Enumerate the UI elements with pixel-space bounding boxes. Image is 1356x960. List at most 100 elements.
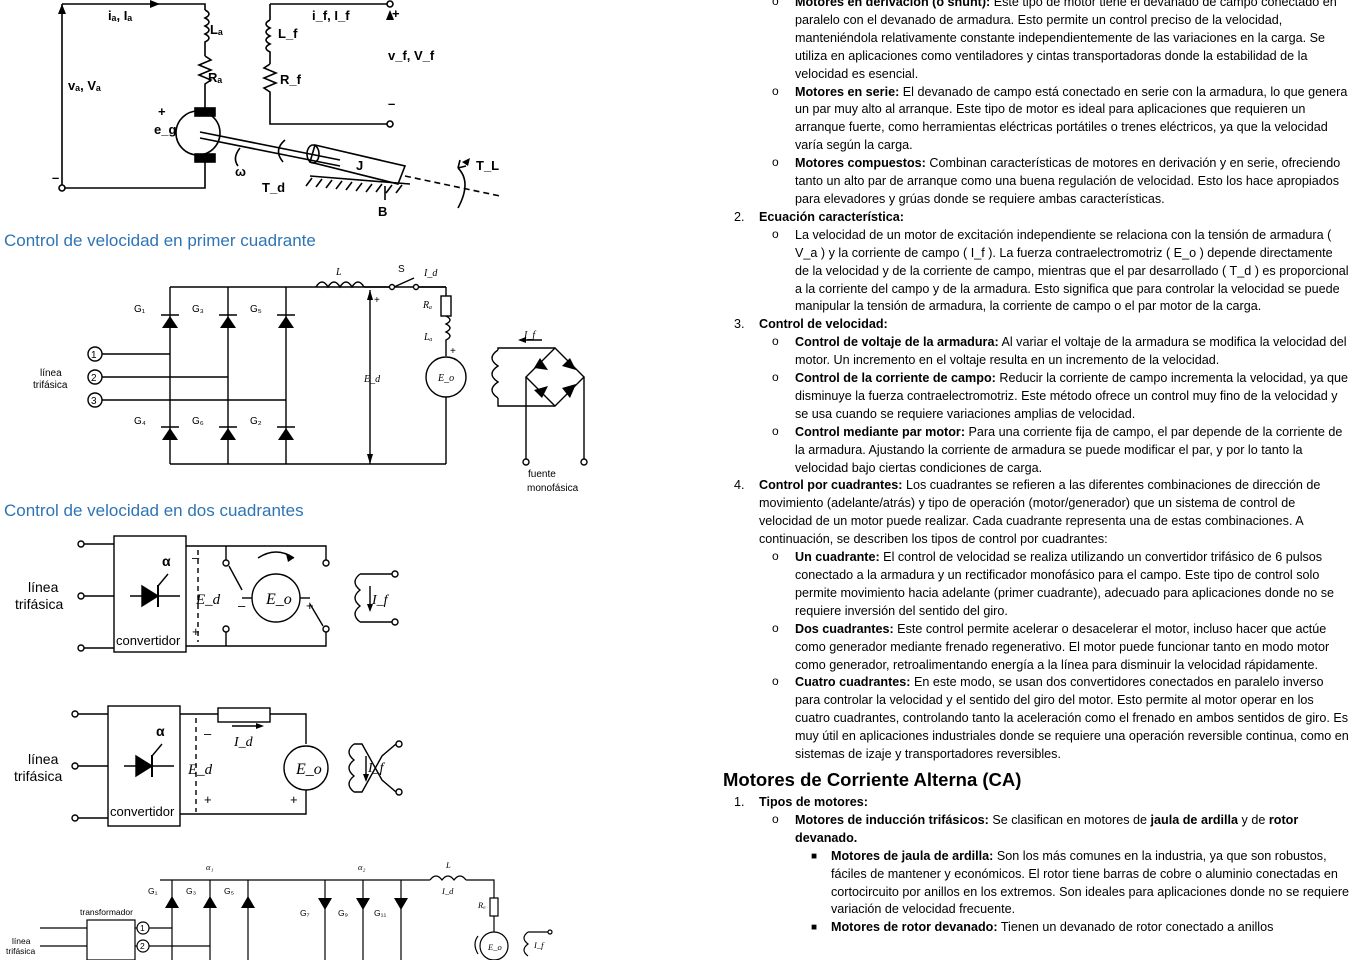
label-linea: línea xyxy=(40,368,62,379)
label-trifasica: trifásica xyxy=(6,946,36,956)
label-minus-eo: – xyxy=(238,598,246,613)
label-eo: E_o xyxy=(487,942,502,952)
label-ra: Rₐ xyxy=(422,300,432,311)
label-n1: 1 xyxy=(140,923,145,933)
list-item: ■Motores de jaula de ardilla: Son los má… xyxy=(811,848,1350,917)
label-vf: v_f, V_f xyxy=(388,48,435,63)
label-g3: G₃ xyxy=(186,886,196,896)
four-quadrant-diagram: α₁ α₂ L I_d Rₐ G₁ G₃ G₅ G₇ G₉ G₁₁ transf… xyxy=(0,856,560,960)
label-omega: ω xyxy=(235,164,246,179)
label-ed: E_d xyxy=(363,374,381,385)
label-eo: E_o xyxy=(295,761,322,778)
figures-column: iₐ, Iₐ Lₐ Rₐ vₐ, Vₐ i_f, I_f L_f R_f v_f… xyxy=(0,0,600,960)
heading-first-quadrant: Control de velocidad en primer cuadrante xyxy=(4,231,316,250)
label-id: I_d xyxy=(233,735,254,750)
label-g11: G₁₁ xyxy=(374,908,386,918)
label-l: L xyxy=(335,267,342,278)
numbered-item: 1.Tipos de motores: xyxy=(734,794,868,809)
label-plus-eo: + xyxy=(306,598,314,613)
label-la: Lₐ xyxy=(423,332,433,343)
label-ra: Rₐ xyxy=(477,900,486,910)
label-g5: G₅ xyxy=(250,304,262,315)
dc-motor-diagram: iₐ, Iₐ Lₐ Rₐ vₐ, Vₐ i_f, I_f L_f R_f v_f… xyxy=(40,0,510,222)
label-fuente: fuente xyxy=(528,469,556,480)
label-g1: G₁ xyxy=(134,304,146,315)
label-ed: E_d xyxy=(187,762,213,778)
label-n2: 2 xyxy=(140,941,145,951)
label-linea: línea xyxy=(28,751,59,767)
label-n2: 2 xyxy=(91,373,97,384)
label-plus: + xyxy=(192,624,200,639)
label-if: I_f xyxy=(367,761,386,776)
label-g2: G₂ xyxy=(250,416,262,427)
section-title: Motores de Corriente Alterna (CA) xyxy=(723,768,1022,790)
label-ra: Rₐ xyxy=(208,70,222,85)
numbered-item: 4.Control por cuadrantes: Los cuadrantes… xyxy=(734,478,1321,547)
label-trifasica: trifásica xyxy=(14,768,62,784)
label-s: S xyxy=(398,264,405,275)
numbered-item: 3.Control de velocidad: xyxy=(734,317,888,332)
two-quadrant-diagram-b: línea trifásica α E_d I_d E_o I_f conver… xyxy=(10,700,410,832)
label-minus-a: – xyxy=(52,170,59,185)
two-quadrant-diagram-a: línea trifásica α E_d E_o I_f convertido… xyxy=(10,530,410,662)
label-ia: iₐ, Iₐ xyxy=(108,8,132,23)
label-g7: G₇ xyxy=(300,908,310,918)
label-minus: – xyxy=(192,550,200,565)
label-monofasica: monofásica xyxy=(527,483,579,494)
list-item: ■Motores de rotor devanado: Tienen un de… xyxy=(811,920,1274,935)
label-va: vₐ, Vₐ xyxy=(68,78,101,93)
label-g3: G₃ xyxy=(192,304,204,315)
label-trifasica: trifásica xyxy=(33,380,68,391)
label-tl: T_L xyxy=(476,158,499,173)
label-ed: E_d xyxy=(195,592,221,608)
label-a1: α₁ xyxy=(206,862,213,872)
label-eg: e_g xyxy=(154,122,176,137)
label-plus: + xyxy=(204,792,212,807)
label-l: L xyxy=(445,860,451,870)
label-plus-ed: + xyxy=(374,295,380,306)
label-alpha: α xyxy=(162,553,171,569)
label-g4: G₄ xyxy=(134,416,146,427)
label-if: I_f xyxy=(533,940,545,950)
first-quadrant-diagram: G₁ G₃ G₅ G₄ G₆ G₂ 1 2 3 línea trifásica … xyxy=(30,260,600,496)
label-convertidor: convertidor xyxy=(110,804,175,819)
label-g9: G₉ xyxy=(338,908,348,918)
label-n1: 1 xyxy=(91,350,97,361)
label-j: J xyxy=(356,158,363,173)
label-a2: α₂ xyxy=(358,862,365,872)
label-plus-a: + xyxy=(158,104,166,119)
label-linea: línea xyxy=(28,579,59,595)
label-id: I_d xyxy=(423,268,438,279)
label-if: I_f xyxy=(523,330,536,341)
label-eo: E_o xyxy=(265,591,292,608)
label-g5: G₅ xyxy=(224,886,234,896)
label-minus-f: – xyxy=(388,96,395,111)
label-trifasica: trifásica xyxy=(15,596,63,612)
label-plus-eo: + xyxy=(450,346,456,357)
label-id: I_d xyxy=(441,886,454,896)
label-minus: – xyxy=(204,726,212,741)
label-la: Lₐ xyxy=(210,22,223,37)
label-if: i_f, I_f xyxy=(312,8,350,23)
label-convertidor: convertidor xyxy=(116,633,181,648)
label-td: T_d xyxy=(262,180,285,195)
heading-two-quadrants: Control de velocidad en dos cuadrantes xyxy=(4,501,304,520)
label-b: B xyxy=(378,204,387,219)
label-rf: R_f xyxy=(280,72,302,87)
label-eo: E_o xyxy=(437,373,454,384)
label-if: I_f xyxy=(371,593,390,608)
label-n3: 3 xyxy=(91,396,97,407)
label-alpha: α xyxy=(156,723,165,739)
label-plus-f: + xyxy=(392,6,400,21)
